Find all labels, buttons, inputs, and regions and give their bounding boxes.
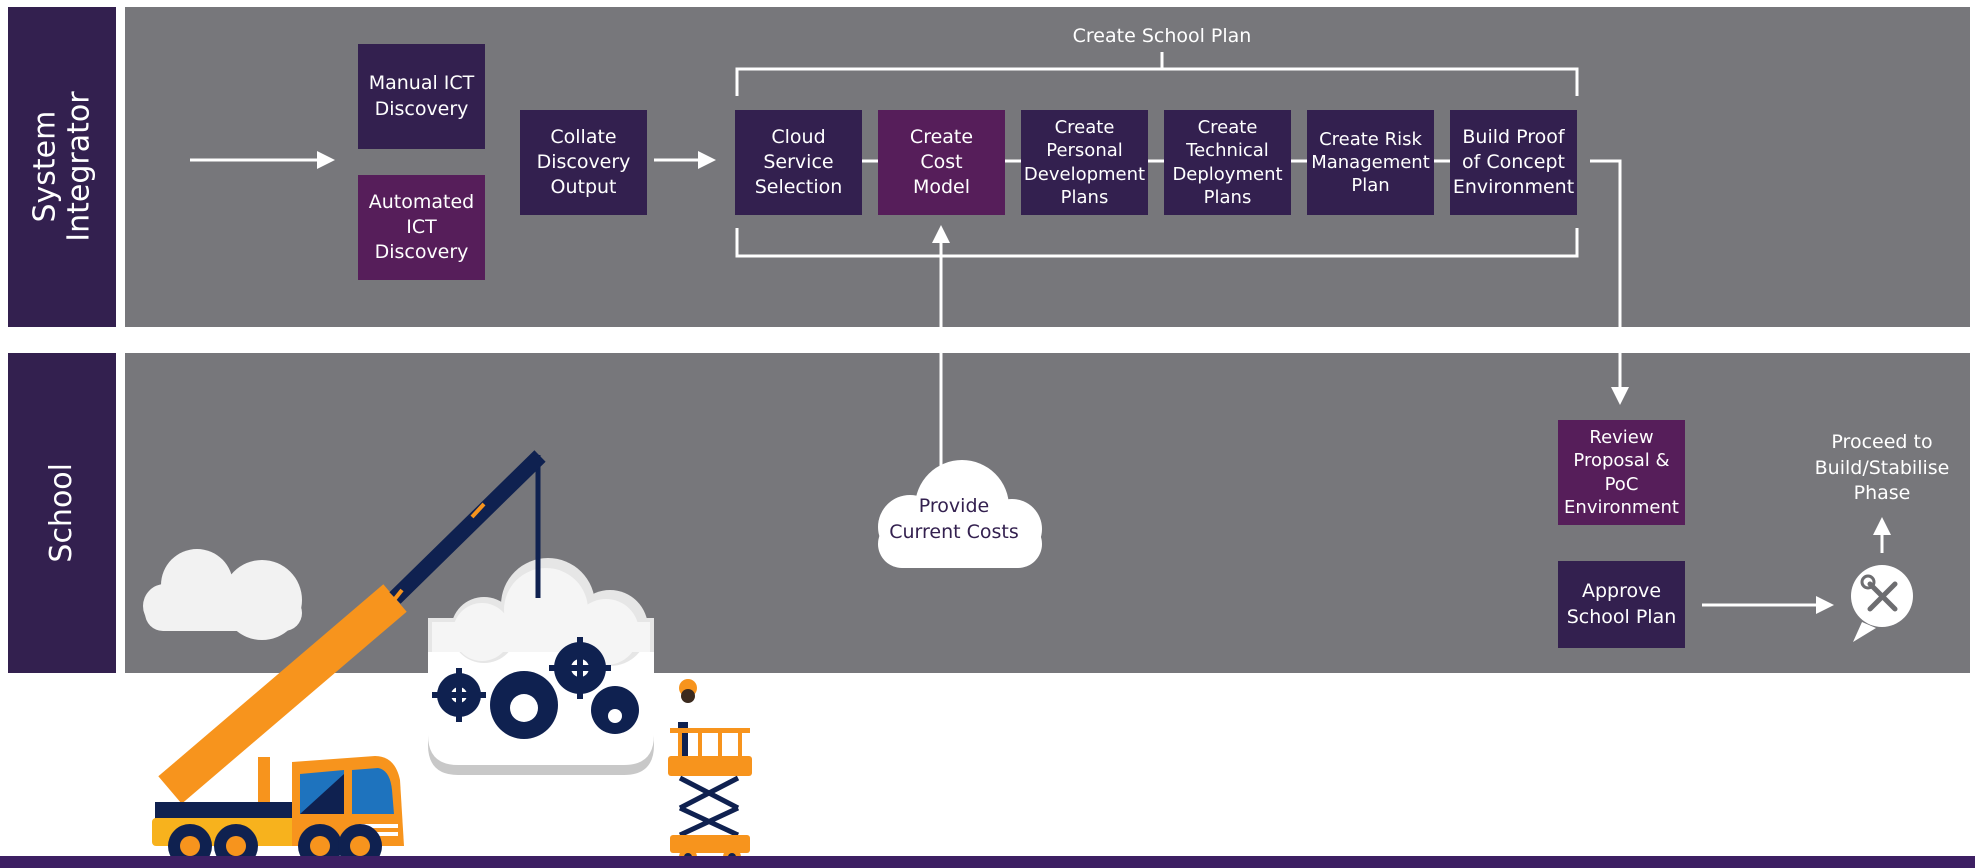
automated-ict-discovery-box: Automated ICT Discovery xyxy=(358,175,485,280)
poc-to-review-arrow xyxy=(1590,159,1629,405)
system-integrator-lane-label: System Integrator xyxy=(8,7,116,327)
review-proposal-box: Review Proposal & PoC Environment xyxy=(1558,420,1685,525)
provide-current-costs-text: Provide Current Costs xyxy=(889,495,1019,543)
cloud-shape xyxy=(878,460,1042,568)
approve-school-plan-box: Approve School Plan xyxy=(1558,561,1685,648)
create-cost-model-box: Create Cost Model xyxy=(878,110,1005,215)
tools-icon xyxy=(1851,565,1913,642)
decorative-cloud-left xyxy=(143,549,302,640)
create-school-plan-label: Create School Plan xyxy=(1072,25,1252,47)
create-technical-deployment-plans-box: Create Technical Deployment Plans xyxy=(1164,110,1291,215)
proceed-to-build-text: Proceed to Build/Stabilise Phase xyxy=(1814,431,1950,505)
cloud-service-selection-box: Cloud Service Selection xyxy=(735,110,862,215)
manual-ict-discovery-box: Manual ICT Discovery xyxy=(358,44,485,149)
crane-illustration xyxy=(152,450,546,868)
scissor-lift-illustration xyxy=(668,679,752,866)
create-personal-development-plans-box: Create Personal Development Plans xyxy=(1021,110,1148,215)
create-risk-management-plan-box: Create Risk Management Plan xyxy=(1307,110,1434,215)
plan-bracket-top xyxy=(735,67,1579,96)
build-proof-of-concept-box: Build Proof of Concept Environment xyxy=(1450,110,1577,215)
collate-discovery-output-box: Collate Discovery Output xyxy=(520,110,647,215)
bottom-bar xyxy=(0,856,1975,868)
school-lane-label: School xyxy=(8,353,116,673)
gear-cloud-illustration xyxy=(428,558,654,775)
plan-bracket-bottom xyxy=(735,228,1579,258)
